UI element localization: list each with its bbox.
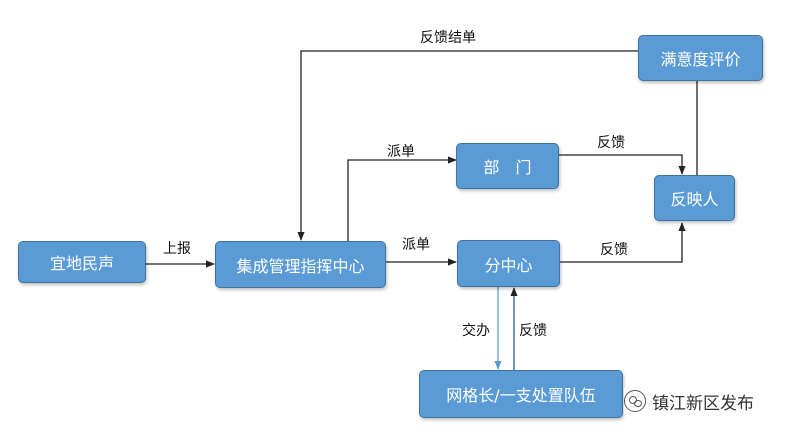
- watermark: 镇江新区发布: [624, 388, 754, 414]
- label-handover: 交办: [462, 323, 490, 339]
- label-feedback-close: 反馈结单: [420, 30, 476, 46]
- arrow-feedback-sub: [560, 222, 686, 263]
- node-yidi-minsheng: 宜地民声: [18, 241, 146, 283]
- arrow-feedback-dept: [558, 154, 686, 175]
- label-dispatch-sub: 派单: [402, 237, 430, 253]
- node-reporter: 反映人: [654, 175, 735, 221]
- node-satisfaction-review: 满意度评价: [638, 35, 763, 81]
- arrow-dispatch-dept: [347, 156, 457, 241]
- node-department: 部 门: [456, 143, 559, 189]
- node-sub-center: 分中心: [457, 240, 560, 287]
- arrow-feedback-close: [297, 50, 638, 241]
- label-dispatch-dept: 派单: [387, 144, 415, 160]
- node-grid-team: 网格长/一支处置队伍: [419, 370, 623, 418]
- label-feedback-grid: 反馈: [519, 323, 547, 339]
- label-feedback-sub: 反馈: [600, 242, 628, 258]
- wechat-icon: [624, 390, 646, 412]
- node-command-center: 集成管理指挥中心: [215, 241, 386, 288]
- label-feedback-dept: 反馈: [597, 135, 625, 151]
- label-report: 上报: [163, 241, 191, 257]
- watermark-text: 镇江新区发布: [652, 393, 754, 414]
